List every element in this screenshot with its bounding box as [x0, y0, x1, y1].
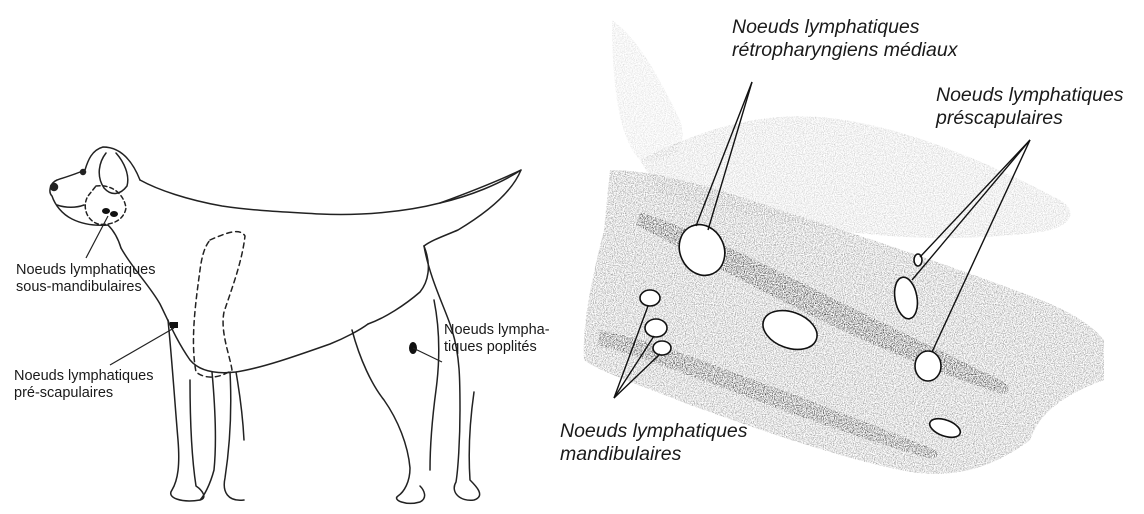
label-sous-mandibulaires: Noeuds lymphatiques sous-mandibulaires: [16, 262, 155, 296]
label-poplites-line1: Noeuds lympha-: [444, 322, 550, 339]
label-mandibulaires-line2: mandibulaires: [560, 443, 748, 466]
label-sous-mandibulaires-line1: Noeuds lymphatiques: [16, 262, 155, 279]
mandibulaire-node-3: [653, 341, 671, 355]
label-prescapulaires-line1: Noeuds lymphatiques: [936, 84, 1124, 107]
label-mandibulaires-line1: Noeuds lymphatiques: [560, 420, 748, 443]
dog-hind-leg-2: [424, 246, 480, 500]
dog-nose: [51, 184, 58, 191]
sous-mandibulaire-node-2: [110, 211, 118, 217]
label-pre-scapulaires: Noeuds lymphatiques pré-scapulaires: [14, 368, 153, 402]
dog-eye: [81, 170, 86, 175]
label-retropharyngiens-line2: rétropharyngiens médiaux: [732, 39, 957, 62]
dog-scapula-dashed: [193, 232, 245, 377]
label-poplites-line2: tiques poplités: [444, 339, 550, 356]
label-retropharyngiens-line1: Noeuds lymphatiques: [732, 16, 957, 39]
mandibulaire-node-2: [645, 319, 667, 337]
label-prescapulaires: Noeuds lymphatiques préscapulaires: [936, 84, 1124, 129]
label-sous-mandibulaires-line2: sous-mandibulaires: [16, 279, 155, 296]
dog-skull: [50, 147, 140, 248]
mandibulaire-node-1: [640, 290, 660, 306]
label-retropharyngiens: Noeuds lymphatiques rétropharyngiens méd…: [732, 16, 957, 61]
dog-ear: [99, 153, 128, 194]
dissection-top-sketch: [612, 20, 683, 161]
sous-mandibulaire-node-1: [102, 208, 110, 214]
dog-chest: [121, 248, 368, 373]
label-prescapulaires-line2: préscapulaires: [936, 107, 1124, 130]
dog-head-outline: [140, 170, 521, 246]
label-mandibulaires: Noeuds lymphatiques mandibulaires: [560, 420, 748, 465]
dog-tail: [440, 170, 521, 203]
dog-hind-leg-3: [430, 300, 439, 470]
dog-front-leg-1: [168, 320, 204, 501]
leader-poplites: [413, 348, 442, 362]
label-poplites: Noeuds lympha- tiques poplités: [444, 322, 550, 356]
dog-hind-leg-1: [352, 330, 425, 503]
dog-forearm-2: [236, 372, 244, 440]
label-pre-scapulaires-line1: Noeuds lymphatiques: [14, 368, 153, 385]
pre-scapulaire-node: [170, 322, 178, 328]
leader-pre-scapulaires: [110, 328, 174, 365]
dog-front-leg-2: [200, 372, 244, 500]
prescapulaire-node-3: [915, 351, 941, 381]
leader-sous-mandibulaires: [86, 216, 108, 258]
dog-belly: [368, 246, 428, 324]
label-pre-scapulaires-line2: pré-scapulaires: [14, 385, 153, 402]
